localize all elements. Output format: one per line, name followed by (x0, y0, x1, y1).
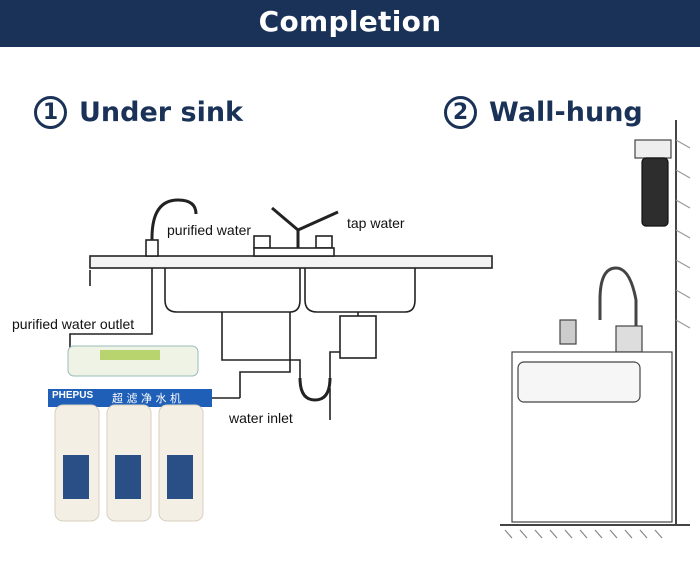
section-number-badge: 1 (34, 96, 67, 129)
tap-handle (271, 206, 299, 232)
sink-basin-left (164, 268, 301, 313)
countertop (89, 255, 493, 269)
section-wall-hung-heading: 2 Wall-hung (444, 96, 643, 129)
p-trap (298, 377, 332, 402)
tap-deck (253, 247, 335, 257)
purified-outlet-line (69, 268, 153, 356)
wall-hung-diagram (500, 120, 691, 539)
filter-unit (48, 345, 240, 522)
label-purified-water-outlet: purified water outlet (12, 316, 135, 332)
section-title: Under sink (79, 97, 244, 128)
label-tap-water: tap water (347, 215, 405, 231)
wall-faucet (598, 266, 638, 330)
wall-filter-head (634, 139, 672, 159)
section-title: Wall-hung (489, 97, 643, 128)
wall-sink-basin (517, 361, 641, 403)
banner-title: Completion (258, 5, 442, 38)
soap-dispenser (559, 319, 577, 345)
purified-faucet (150, 198, 198, 256)
filter-chinese-text: 超 滤 净 水 机 (112, 392, 181, 405)
drain-pipe-left (221, 312, 301, 378)
section-number-badge: 2 (444, 96, 477, 129)
label-water-inlet: water inlet (229, 410, 293, 426)
disposal-unit (339, 315, 377, 359)
inlet-supply-line (239, 312, 291, 398)
wall-filter-cartridge (641, 157, 669, 227)
tap-valve-left (253, 235, 271, 249)
wall-faucet-base (615, 325, 643, 353)
section-under-sink-heading: 1 Under sink (34, 96, 243, 129)
sink-basin-right (304, 268, 416, 313)
tap-valve-right (315, 235, 333, 249)
title-banner: Completion (0, 0, 700, 47)
filter-brand-text: PHEPUS (52, 390, 94, 401)
purified-faucet-base (145, 239, 159, 257)
label-purified-water: purified water (167, 222, 252, 238)
